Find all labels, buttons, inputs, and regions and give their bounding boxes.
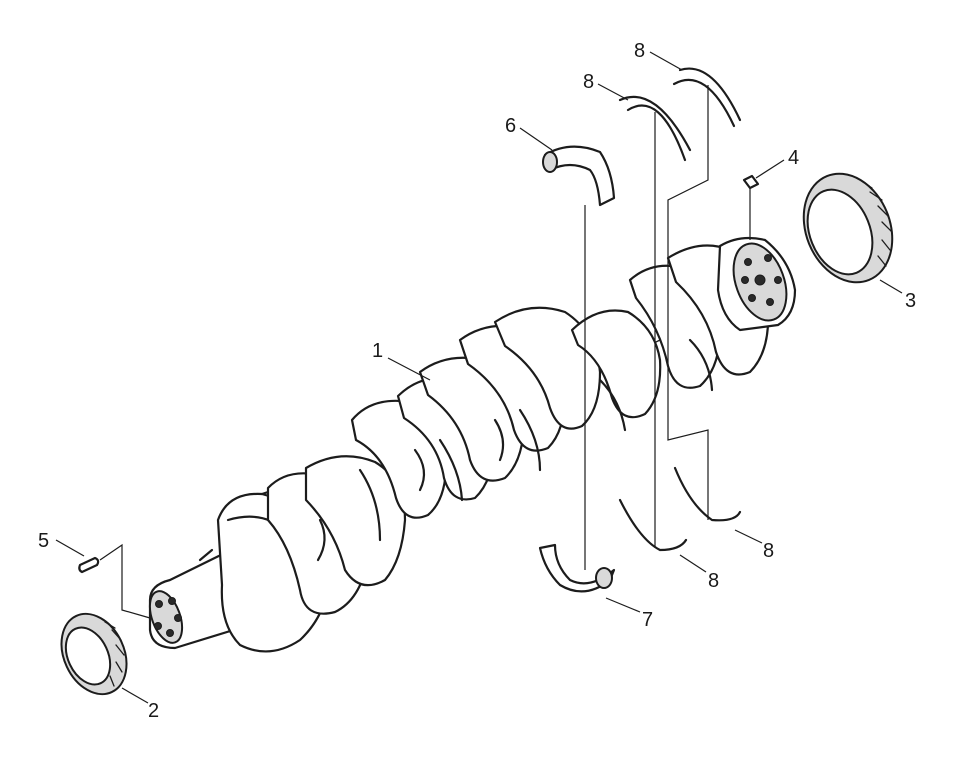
callout-2: 2 [148,700,159,722]
upper-main-bearing [542,145,616,570]
callout-4: 4 [788,147,799,169]
callout-5: 5 [38,530,49,552]
callout-7: 7 [642,609,653,631]
front-key [78,543,151,619]
thrust-washer-lower-a [618,498,688,552]
thrust-washer-upper-b-outer [672,78,736,128]
callout-3: 3 [905,290,916,312]
rear-oil-seal [802,172,894,284]
callout-leaders [55,51,903,704]
thrust-washer-lower-b [673,466,742,522]
crankshaft-rear-flange [716,236,797,332]
callout-labels: 1 2 3 4 5 6 7 8 8 8 8 [38,40,916,722]
callout-8-lower-b: 8 [763,540,774,562]
callout-6: 6 [505,115,516,137]
crankshaft-webs [266,244,770,615]
thrust-washer-upper-b [678,67,742,122]
callout-8-lower-a: 8 [708,570,719,592]
rear-dowel-pin [742,174,760,240]
front-oil-seal [60,612,128,696]
thrust-washer-upper-a-outer [618,95,692,152]
thrust-washer-upper-a [626,104,687,162]
crankshaft [148,236,797,653]
callout-8-upper-b: 8 [634,40,645,62]
callout-1: 1 [372,340,383,362]
callout-8-upper-a: 8 [583,71,594,93]
lower-main-bearing [538,543,616,593]
thrust-washers [618,67,742,552]
